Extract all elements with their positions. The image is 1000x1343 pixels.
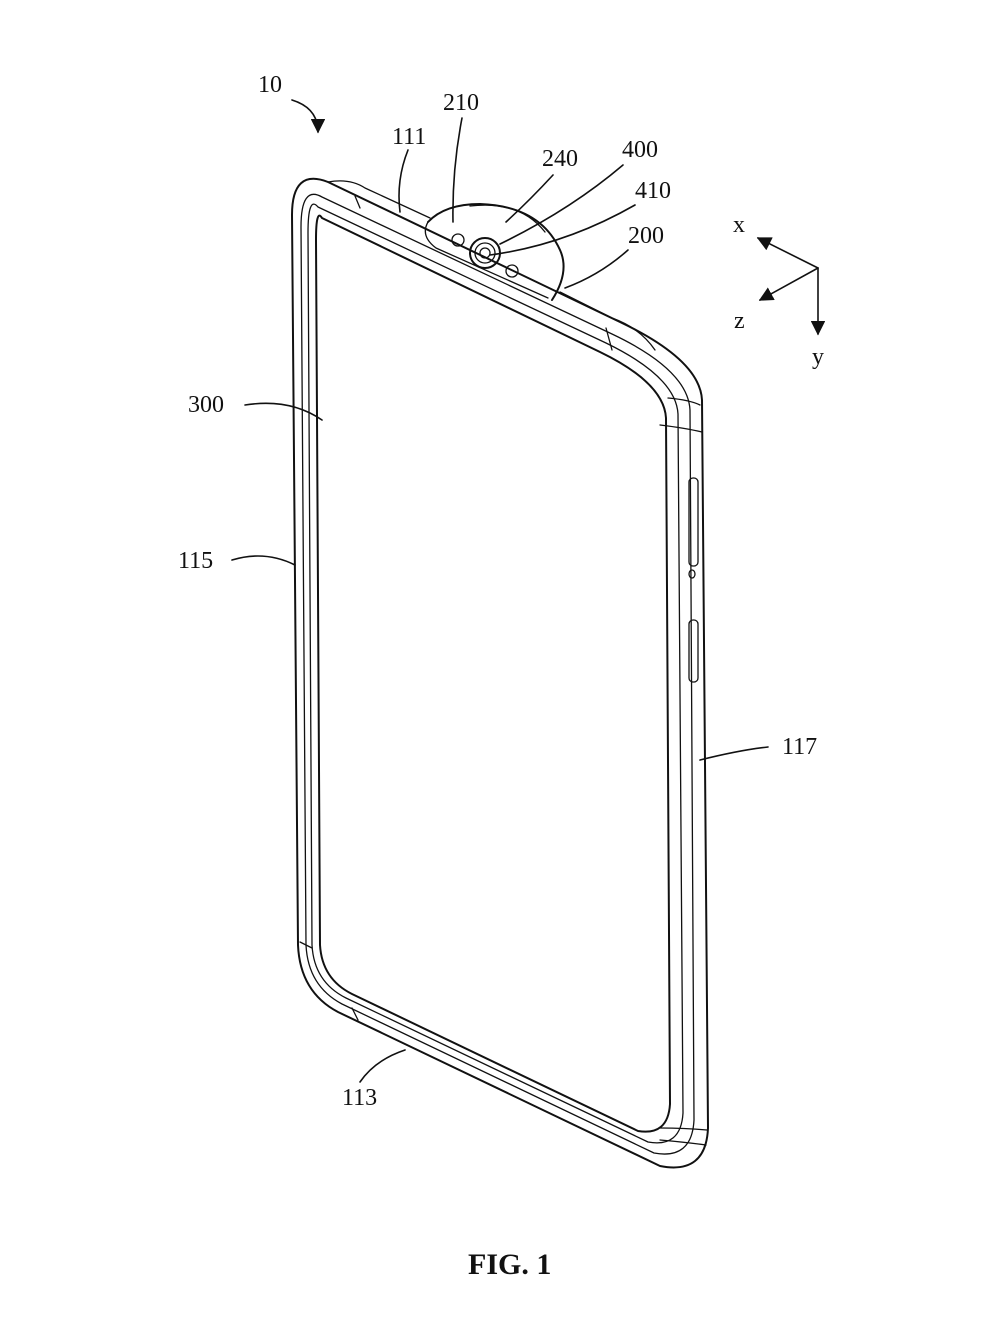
leader-115 — [231, 555, 296, 566]
label-lens: 410 — [635, 178, 671, 204]
camera-lens-inner — [479, 247, 491, 259]
flash-left — [451, 233, 465, 247]
leader-10 — [291, 99, 326, 134]
leader-200 — [564, 249, 629, 289]
bottom-right-segment-2 — [659, 1139, 707, 1146]
label-bottom-frame: 113 — [342, 1085, 377, 1111]
label-camera-module: 210 — [443, 90, 479, 116]
leader-117 — [699, 746, 769, 761]
leader-400 — [499, 164, 624, 245]
leader-210 — [452, 117, 463, 223]
leader-111 — [398, 149, 409, 213]
label-housing: 200 — [628, 223, 664, 249]
corner-segment-3 — [659, 424, 703, 433]
leader-113 — [359, 1049, 406, 1083]
figure-caption: FIG. 1 — [468, 1248, 551, 1281]
top-frame-edge-3 — [559, 291, 656, 351]
leader-lines — [231, 99, 769, 1083]
top-frame-edge-2 — [354, 195, 361, 209]
top-frame-edge — [327, 180, 431, 219]
label-camera: 400 — [622, 137, 658, 163]
reference-numerals: 10 111 210 240 400 410 200 300 115 117 1… — [178, 72, 817, 1111]
corner-segment-2 — [667, 397, 701, 406]
camera-module-face — [424, 221, 549, 299]
label-module-surface: 240 — [542, 146, 578, 172]
mic-hole — [688, 569, 696, 579]
label-device: 10 — [258, 72, 282, 98]
flash-right — [505, 264, 519, 278]
axis-z-label: z — [734, 308, 745, 334]
camera-lens-mid — [474, 242, 496, 264]
leader-300 — [244, 402, 323, 421]
power-button — [688, 619, 699, 683]
axis-x-label: x — [733, 212, 745, 238]
phone-outer-outline — [291, 177, 709, 1169]
camera-module-top-edge — [469, 204, 546, 233]
axis-x-arrow — [756, 237, 819, 269]
axis-triad: x z y — [733, 212, 826, 370]
label-right-frame: 117 — [782, 734, 817, 760]
label-top-frame: 111 — [392, 124, 426, 150]
label-display: 300 — [188, 392, 224, 418]
bottom-left-segment — [299, 941, 313, 949]
axis-y-label: y — [812, 344, 824, 370]
phone-frame-inner-2 — [307, 203, 684, 1144]
volume-button — [688, 477, 699, 567]
label-left-frame: 115 — [178, 548, 213, 574]
leader-240 — [505, 174, 554, 223]
axis-z-arrow — [758, 267, 819, 301]
phone-illustration — [291, 177, 709, 1169]
corner-segment — [605, 327, 613, 351]
display-screen — [315, 214, 671, 1133]
phone-frame-inner — [300, 193, 695, 1155]
bottom-left-segment-2 — [351, 1007, 359, 1021]
bottom-right-segment — [659, 1127, 708, 1131]
leader-410 — [489, 204, 636, 256]
